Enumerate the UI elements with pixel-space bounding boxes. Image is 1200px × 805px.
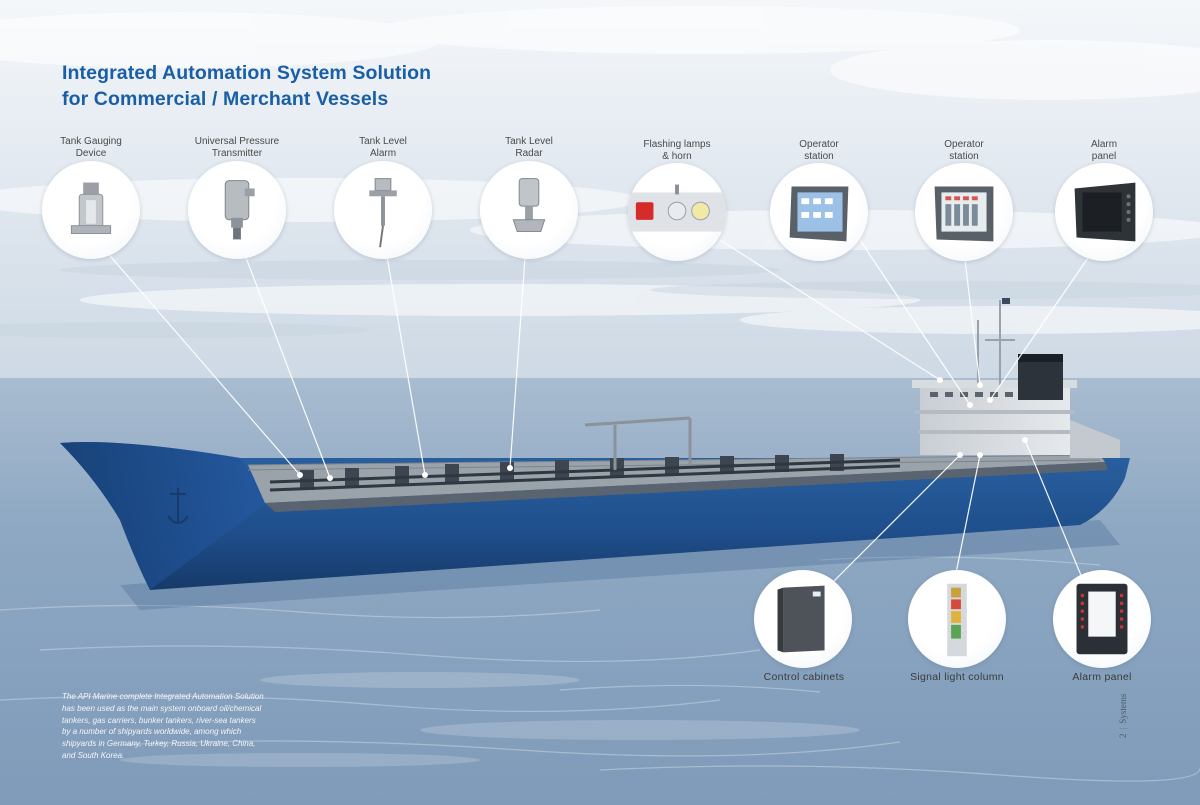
tank-level-alarm-icon: [369, 178, 397, 248]
callout-tank-gauging-device: [42, 161, 140, 259]
operator-station-icon: [934, 186, 994, 242]
flashing-lamps-horn-icon: [628, 184, 726, 232]
control-cabinet-icon: [777, 585, 825, 653]
callout-tank-level-alarm: [334, 161, 432, 259]
ship-superstructure: [912, 298, 1120, 458]
description-text: The API Marine complete Integrated Autom…: [62, 692, 264, 760]
alarm-panel-icon: [1076, 583, 1128, 655]
page-section-tab: 2|Systems: [1118, 693, 1128, 739]
callout-signal-light-column: [908, 570, 1006, 668]
callout-alarm-panel-bottom: [1053, 570, 1151, 668]
callout-label-signal-light-column: Signal light column: [910, 671, 1004, 683]
callout-flashing-lamps-horn: [628, 163, 726, 261]
callout-label-flashing-lamps: Flashing lamps& horn: [643, 139, 711, 162]
callout-label-alarm-panel-bottom: Alarm panel: [1072, 671, 1132, 683]
page-number: 2: [1118, 733, 1128, 739]
callout-tank-level-radar: [480, 161, 578, 259]
tank-gauging-device-icon: [70, 182, 112, 235]
pressure-transmitter-icon: [224, 180, 255, 240]
signal-light-column-icon: [947, 583, 967, 657]
callout-control-cabinets: [754, 570, 852, 668]
callout-label-control-cabinets: Control cabinets: [763, 671, 845, 683]
operator-station-icon: [789, 186, 849, 242]
callout-alarm-panel-top: [1055, 163, 1153, 261]
title-line-2: for Commercial / Merchant Vessels: [62, 88, 389, 110]
callout-operator-station-2: [915, 163, 1013, 261]
callout-operator-station-1: [770, 163, 868, 261]
page-title: Integrated Automation System Solution fo…: [62, 60, 431, 112]
section-name: Systems: [1118, 693, 1128, 724]
title-line-1: Integrated Automation System Solution: [62, 62, 432, 84]
alarm-panel-icon: [1074, 182, 1136, 242]
tank-level-radar-icon: [512, 178, 546, 233]
callout-pressure-transmitter: [188, 161, 286, 259]
